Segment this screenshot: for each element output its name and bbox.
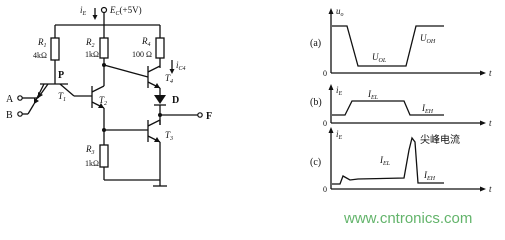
- panel-c-xlabel: t: [489, 184, 492, 194]
- waveform-a: (a) uo t 0 UOH UOL: [310, 6, 492, 78]
- t1-emitter-a-arrow: [38, 92, 43, 98]
- resistor-r3: [99, 144, 109, 168]
- panel-c-y-arrow: [328, 127, 334, 133]
- diode-d: [154, 95, 166, 104]
- input-a-label: A: [6, 94, 14, 105]
- panel-c-ylabel: iE: [336, 129, 343, 141]
- panel-b-ieh: IEH: [421, 103, 434, 115]
- panel-c-spike-label: 尖峰电流: [420, 133, 460, 146]
- watermark-text: www.cntronics.com: [343, 210, 472, 227]
- ic4-label: iC4: [176, 60, 186, 72]
- t2-collector: [91, 85, 105, 93]
- supply-terminal: [100, 6, 108, 14]
- supply-current-arrowhead: [92, 15, 98, 20]
- t1-label: T1: [58, 91, 66, 103]
- t3-emitter-arrow: [154, 137, 160, 142]
- panel-a-uol: UOL: [372, 52, 387, 64]
- r4-label: R4: [141, 36, 151, 48]
- panel-b-y-arrow: [328, 84, 334, 90]
- supply-current-label: iE: [80, 5, 87, 17]
- r1-label: R1: [37, 37, 47, 49]
- panel-c-x-arrow: [480, 186, 486, 192]
- panel-a-x-arrow: [480, 70, 486, 76]
- waveform-b: (b) iE t 0 IEL IEH: [310, 84, 492, 128]
- r2-value: 1kΩ: [85, 50, 99, 59]
- supply-label: EC(+5V): [109, 5, 142, 17]
- ttl-nand-circuit: iE EC(+5V) R1 4kΩ P R2 1kΩ R4 100 Ω T4 i…: [6, 5, 212, 187]
- t2-emitter-arrow: [98, 103, 104, 108]
- t4-emitter-arrow: [154, 83, 160, 88]
- output-label: F: [206, 111, 212, 122]
- input-b-terminal: [17, 111, 23, 117]
- node-p-label: P: [58, 70, 64, 81]
- r1-value: 4kΩ: [33, 51, 47, 60]
- panel-c-zero: 0: [323, 185, 327, 194]
- panel-b-x-arrow: [480, 120, 486, 126]
- panel-c-trace: [332, 136, 444, 185]
- r4-value: 100 Ω: [132, 50, 152, 59]
- panel-b-zero: 0: [323, 119, 327, 128]
- panel-b-trace: [332, 100, 444, 116]
- panel-a-zero: 0: [323, 69, 327, 78]
- panel-b-label: (b): [310, 97, 322, 108]
- panel-c-label: (c): [310, 157, 321, 168]
- t1-emitter-b-arrow: [34, 98, 39, 104]
- t4-label: T4: [165, 73, 173, 85]
- panel-a-xlabel: t: [489, 68, 492, 78]
- resistor-r2: [99, 37, 109, 59]
- input-a-terminal: [17, 95, 23, 101]
- panel-a-y-arrow: [328, 8, 334, 14]
- panel-a-ylabel: uo: [336, 6, 344, 18]
- output-terminal: [197, 112, 203, 118]
- t4-collector: [147, 65, 161, 73]
- waveform-c: (c) iE t 0 尖峰电流 IEL IEH: [310, 127, 492, 194]
- panel-b-iel: IEL: [367, 89, 379, 101]
- panel-b-ylabel: iE: [336, 85, 343, 97]
- r2-label: R2: [85, 37, 95, 49]
- t1-collector: [59, 83, 75, 97]
- panel-c-ieh: IEH: [423, 170, 436, 182]
- panel-a-label: (a): [310, 38, 321, 49]
- t2-label: T2: [99, 95, 107, 107]
- t3-label: T3: [165, 130, 173, 142]
- input-b-label: B: [6, 110, 13, 121]
- waveform-panels: (a) uo t 0 UOH UOL (b) iE t 0 IEL IEH: [310, 6, 492, 194]
- resistor-r1: [50, 37, 60, 61]
- resistor-r4: [155, 37, 165, 59]
- r3-label: R3: [85, 144, 95, 156]
- t3-collector: [147, 119, 161, 127]
- r3-value: 1kΩ: [85, 159, 99, 168]
- panel-b-xlabel: t: [489, 118, 492, 128]
- panel-c-iel: IEL: [379, 155, 391, 167]
- input-b-wire-2: [27, 103, 35, 115]
- diode-label: D: [172, 95, 179, 106]
- panel-a-trace: [332, 25, 444, 67]
- ic4-arrowhead: [169, 69, 175, 74]
- panel-a-uoh: UOH: [420, 33, 436, 45]
- t4-base-wire: [103, 64, 149, 78]
